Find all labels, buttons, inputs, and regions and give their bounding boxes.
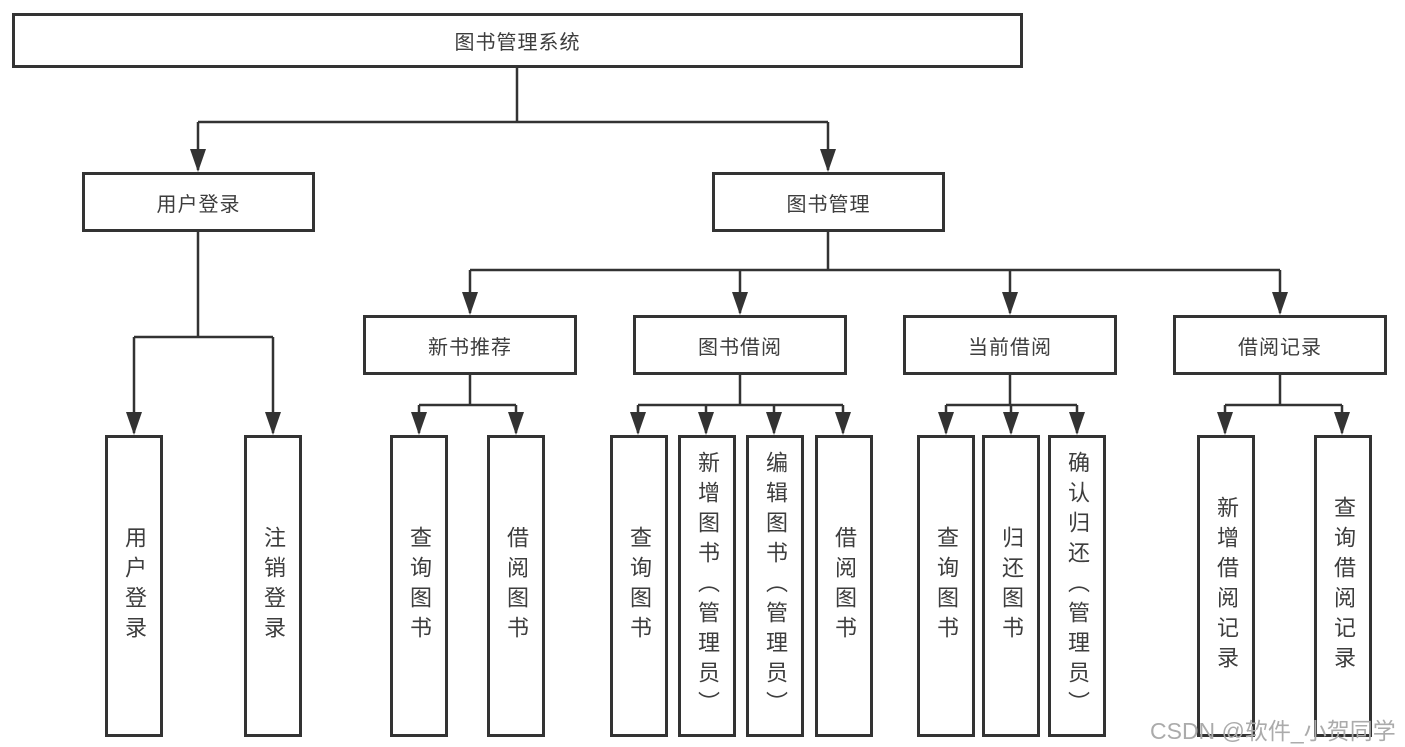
node-user-login: 用户登录	[82, 172, 315, 232]
leaf-return-books: 归还图书	[982, 435, 1040, 737]
arrowhead-icon	[190, 149, 206, 172]
arrowhead-icon	[462, 292, 478, 315]
node-book-borrowing: 图书借阅	[633, 315, 847, 375]
leaf-borrow-books-recommend: 借阅图书	[487, 435, 545, 737]
arrowhead-icon	[265, 412, 281, 435]
node-new-book-recommendation: 新书推荐	[363, 315, 577, 375]
arrowhead-icon	[1002, 292, 1018, 315]
arrowhead-icon	[820, 149, 836, 172]
node-borrowing-records: 借阅记录	[1173, 315, 1387, 375]
leaf-add-book-admin: 新增图书（管理员）	[678, 435, 736, 737]
arrowhead-icon	[1069, 412, 1085, 435]
leaf-logout: 注销登录	[244, 435, 302, 737]
watermark-text: CSDN @软件_小贺同学	[1150, 718, 1396, 744]
node-current-borrowing: 当前借阅	[903, 315, 1117, 375]
leaf-confirm-return-admin: 确认归还（管理员）	[1048, 435, 1106, 737]
arrowhead-icon	[698, 412, 714, 435]
arrowhead-icon	[835, 412, 851, 435]
arrowhead-icon	[630, 412, 646, 435]
arrowhead-icon	[732, 292, 748, 315]
tree-edges	[132, 68, 1344, 433]
node-book-management: 图书管理	[712, 172, 945, 232]
arrowhead-icon	[1003, 412, 1019, 435]
leaf-add-borrow-record: 新增借阅记录	[1197, 435, 1255, 737]
leaf-query-books-borrowing: 查询图书	[610, 435, 668, 737]
arrowhead-icon	[766, 412, 782, 435]
arrowhead-icon	[508, 412, 524, 435]
arrowhead-icon	[1334, 412, 1350, 435]
leaf-borrow-books-borrowing: 借阅图书	[815, 435, 873, 737]
leaf-query-books-recommend: 查询图书	[390, 435, 448, 737]
arrowhead-icon	[126, 412, 142, 435]
arrowhead-icon	[1217, 412, 1233, 435]
leaf-query-borrow-record: 查询借阅记录	[1314, 435, 1372, 737]
arrowhead-icon	[411, 412, 427, 435]
leaf-edit-book-admin: 编辑图书（管理员）	[746, 435, 804, 737]
leaf-query-books-current: 查询图书	[917, 435, 975, 737]
arrowhead-icon	[938, 412, 954, 435]
arrowhead-icon	[1272, 292, 1288, 315]
node-library-system: 图书管理系统	[12, 13, 1023, 68]
leaf-user-login: 用户登录	[105, 435, 163, 737]
